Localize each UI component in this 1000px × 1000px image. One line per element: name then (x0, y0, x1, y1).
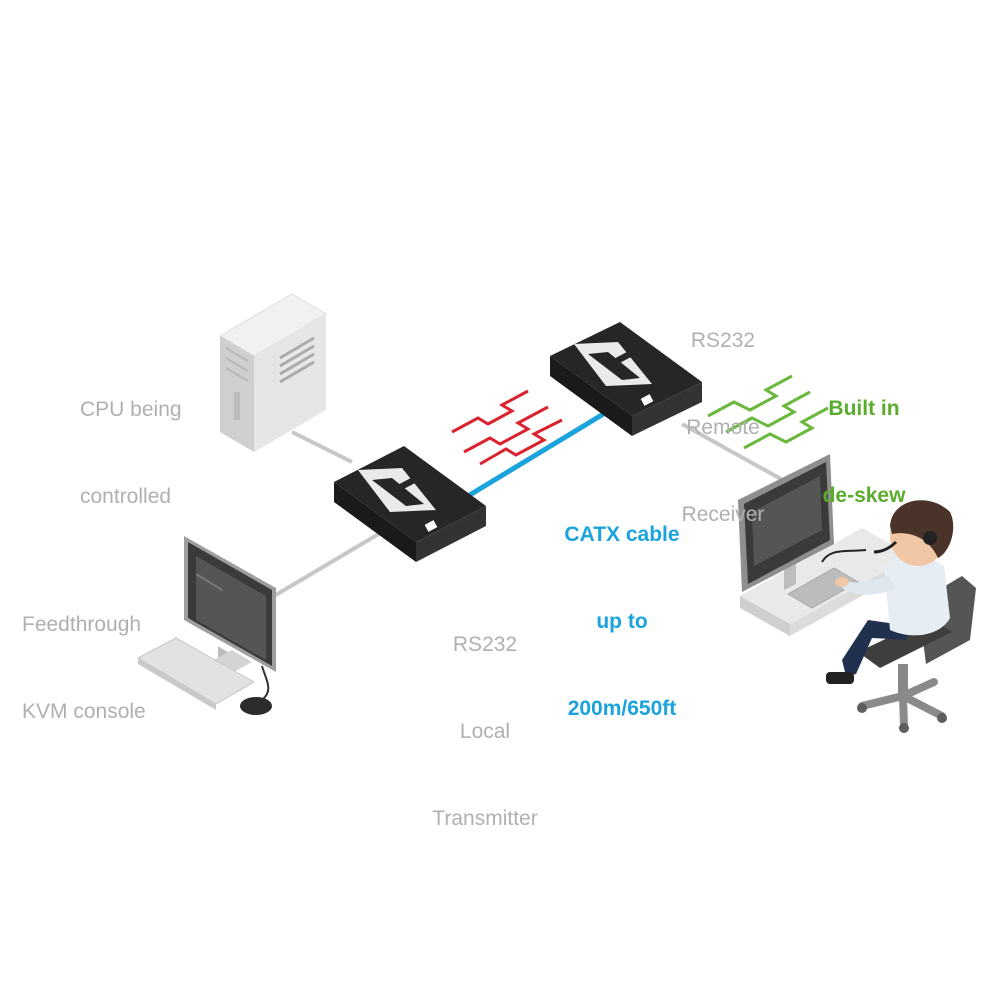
cpu-label-line-1: CPU being (80, 398, 182, 421)
headset-cable (821, 549, 867, 563)
kvm-transmitter-icon (334, 446, 486, 562)
local-label-line-2: Local (459, 720, 511, 743)
feedthrough-label-line-2: KVM console (22, 700, 146, 723)
transmitter-to-console-line (272, 530, 384, 598)
user-at-desk-icon (826, 500, 954, 684)
cpu-label: CPU being controlled (80, 337, 182, 540)
feedthrough-label: Feedthrough KVM console (22, 552, 146, 755)
cpu-label-line-2: controlled (80, 485, 172, 508)
remote-label-line-3: Receiver (681, 503, 765, 526)
deskew-label-line-2: de-skew (822, 484, 906, 507)
workstation-monitor-icon (738, 454, 834, 592)
catx-cable-label: CATX cable up to 200m/650ft (552, 462, 692, 752)
deskew-label-line-1: Built in (828, 397, 900, 420)
catx-cable-line (466, 407, 612, 499)
remote-label-line-2: Remote (686, 416, 760, 439)
mouse-cable (261, 665, 270, 701)
local-label-line-1: RS232 (452, 633, 518, 656)
local-label-line-3: Transmitter (432, 807, 538, 830)
feedthrough-label-line-1: Feedthrough (22, 613, 142, 636)
receiver-to-workstation-line (681, 422, 791, 486)
tower-pc-icon (219, 293, 327, 452)
connector-lines (272, 422, 791, 598)
cpu-to-transmitter-line (291, 430, 353, 464)
local-transmitter-label: RS232 Local Transmitter (420, 572, 550, 862)
cable-label-line-1: CATX cable (564, 523, 680, 546)
deskew-label: Built in de-skew (812, 336, 916, 539)
remote-receiver-label: RS232 Remote Receiver (666, 268, 780, 558)
keyboard-icon (136, 637, 256, 710)
deskew-signal-icon (707, 374, 829, 450)
cable-label-line-2: up to (596, 610, 648, 633)
kvm-receiver-icon (550, 322, 702, 436)
remote-label-line-1: RS232 (690, 329, 756, 352)
cable-label-line-3: 200m/650ft (567, 697, 677, 720)
mouse-icon (240, 697, 272, 715)
skewed-signal-icon (451, 389, 563, 466)
